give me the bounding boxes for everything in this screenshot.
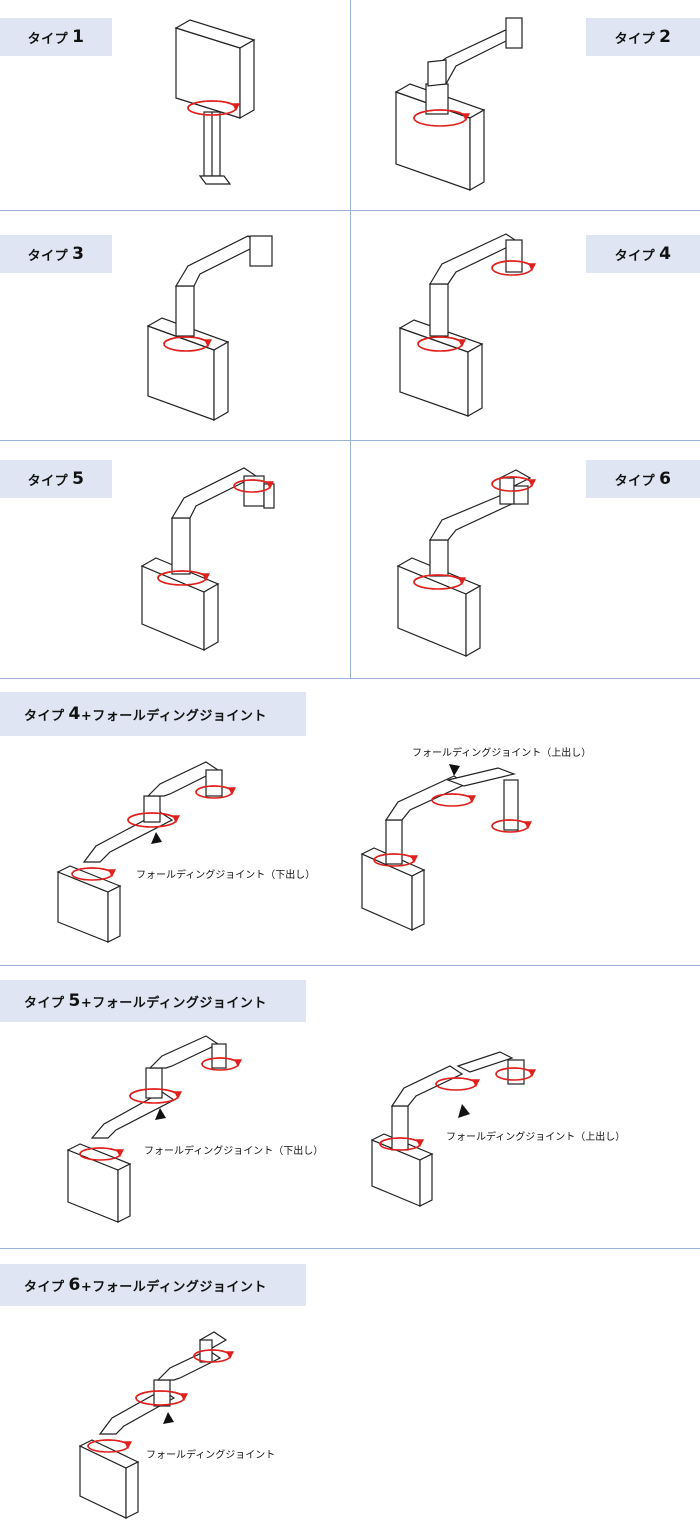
t5-upper-callout: フォールディングジョイント（上出し） [446,1132,626,1143]
type-6-illustration [396,469,536,658]
type-5-folding-lower-illustration [66,1035,242,1223]
type-4-illustration [398,233,536,418]
type-2-illustration [394,17,523,192]
divider [0,965,700,966]
type-5-illustration [140,467,275,652]
type-4-folding-lower-illustration [56,761,236,943]
divider [0,1248,700,1249]
divider [350,0,351,678]
type-3-illustration [146,235,273,422]
type-6-folding-illustration [78,1331,234,1519]
type-1-illustration [174,19,256,185]
divider [0,678,700,679]
t4-lower-callout: フォールディングジョイント（下出し） [136,870,316,881]
t4-upper-callout: フォールディングジョイント（上出し） [412,748,592,759]
t6-callout: フォールディングジョイント [146,1450,276,1461]
t5-lower-callout: フォールディングジョイント（下出し） [144,1146,324,1157]
type-4-folding-upper-illustration [360,764,532,931]
type-5-folding-upper-illustration [370,1051,536,1207]
